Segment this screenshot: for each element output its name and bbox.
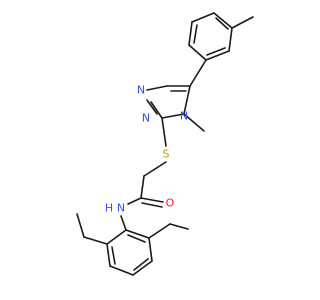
bond [143,161,167,177]
bond [141,202,163,208]
bond [133,258,149,271]
bond [231,16,254,29]
bond [193,24,198,44]
bond [205,50,230,61]
bond [140,175,145,199]
bond [183,113,205,132]
atom-label-amide-hydrogen: H [105,202,113,215]
bond [109,265,134,276]
bond [132,260,153,276]
bond [169,223,189,230]
atom-label-triazole-n2: N [142,112,150,125]
bond [146,99,158,115]
bond [191,12,215,23]
bond [188,44,207,61]
atom-labels: N N N S O N H [105,84,188,215]
bond [189,59,207,87]
bond [228,27,233,52]
bond [106,243,111,267]
bond [148,223,171,239]
atom-label-carbonyl-oxygen: O [166,197,175,210]
bond [150,101,163,119]
bond [120,215,127,231]
bond [148,237,153,262]
atom-label-sulfur: S [163,148,170,161]
atom-label-amide-nitrogen: N [117,202,125,215]
bond [161,117,167,147]
bond [76,213,85,238]
bond [161,113,185,119]
bonds [76,12,254,276]
atom-label-triazole-n1: N [137,84,145,97]
bond [188,21,193,46]
bond [183,85,191,115]
bond [140,197,164,203]
atom-label-triazole-n4: N [180,110,188,123]
bond [215,17,229,30]
molecule-structure-diagram: N N N S O N H [76,12,254,276]
bond [127,197,142,205]
bond [83,236,108,245]
bond [206,47,226,56]
bond [213,12,233,29]
bond [125,229,150,239]
bond [106,229,127,245]
bond [111,246,116,265]
bond [146,85,168,91]
bond [127,234,146,243]
